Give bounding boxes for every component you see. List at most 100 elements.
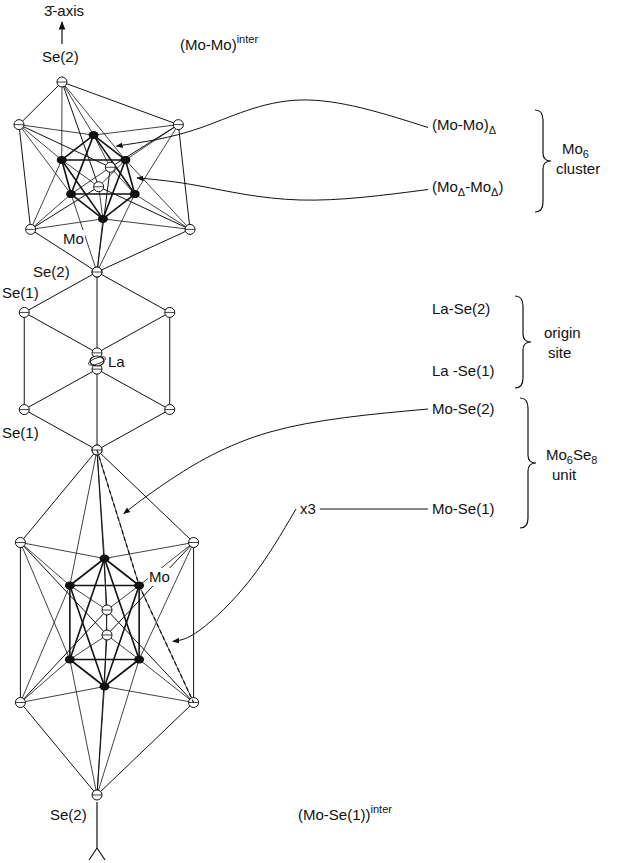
se-atom: [105, 162, 115, 172]
se-atom: [19, 307, 29, 317]
bond-label: Mo-Se(2): [432, 400, 495, 417]
dashed-bond: [139, 586, 193, 703]
mo-se-bond: [97, 687, 105, 796]
bond-label-group: La-Se(2): [432, 300, 490, 318]
atom-label: Mo: [149, 568, 170, 585]
la-site-edge: [169, 312, 170, 409]
mo-atom: [98, 215, 108, 223]
group-label-group: origin: [544, 324, 581, 342]
bond-label: (Mo: [432, 178, 458, 195]
mo-se-bond: [105, 687, 194, 703]
se-cube-edge: [19, 125, 110, 168]
se-cube-edge: [19, 82, 62, 125]
mo-se-bond: [20, 543, 69, 586]
se-atom: [165, 405, 175, 415]
se-atom: [15, 698, 25, 708]
bond-label-group: (Mo-Mo)Δ: [432, 116, 496, 139]
bond-label: ): [498, 178, 503, 195]
mo-se-bond: [139, 543, 193, 660]
bond-label: (Mo-Mo): [432, 116, 489, 133]
dashed-bond: [97, 450, 139, 586]
multiplicity-label-group: x3: [300, 500, 316, 518]
la-atom: [88, 355, 107, 367]
atom-label-group: Mo: [148, 568, 171, 586]
axis-arrow: [61, 22, 62, 44]
mo-atom: [57, 156, 67, 164]
se-atom: [92, 790, 102, 800]
mo-se-bond: [97, 219, 103, 272]
mo-mo-bond: [70, 660, 105, 687]
mo-se-bond: [62, 82, 125, 160]
group-label: 6: [583, 148, 589, 160]
se-cube-edge: [97, 229, 190, 272]
mo-atom: [130, 190, 140, 198]
se-atom: [189, 538, 199, 548]
mo-mo-bond: [62, 159, 126, 161]
se-cube-edge: [19, 125, 31, 230]
mo-se-bond: [105, 610, 108, 687]
mo-mo-bond: [62, 160, 103, 219]
la-site-edge: [97, 272, 170, 312]
group-label: Mo: [546, 446, 567, 463]
mo-atom: [134, 656, 144, 664]
atom-label-group: Se(2): [42, 48, 79, 66]
brace: [535, 110, 551, 212]
mo-se-bond: [99, 160, 126, 187]
group-label-group: unit: [552, 466, 576, 484]
se-atom: [92, 267, 102, 277]
leader-line: [137, 178, 428, 200]
se-atom: [173, 120, 183, 130]
mo-se-bond: [135, 194, 190, 229]
mo-se-bond: [20, 687, 104, 703]
atom-label: Se(2): [50, 806, 87, 823]
mo-mo-bond: [70, 585, 139, 587]
group-label: Se: [573, 446, 591, 463]
mo-se-bond: [125, 125, 178, 160]
mo-se-bond: [135, 125, 179, 194]
mo-se-bond: [61, 82, 62, 160]
axis-line: [96, 802, 97, 848]
group-label: 8: [591, 454, 597, 466]
group-label-group: Mo6: [562, 140, 589, 163]
se-atom: [19, 405, 29, 415]
bond-label: inter: [371, 803, 392, 815]
atom-label-group: Mo: [62, 230, 85, 248]
bond-label: inter: [237, 33, 258, 45]
se-cube-edge: [107, 543, 194, 636]
bond-label-group: (Mo-Se(1))inter: [298, 800, 392, 824]
la-site-edge: [24, 312, 25, 409]
atom-label: La: [108, 353, 125, 370]
bond-label: -Mo: [465, 178, 491, 195]
axis-label-group: 3̄-axis: [44, 2, 84, 20]
mo-se-bond: [70, 660, 97, 796]
mo-se-bond: [97, 660, 139, 796]
mo-atom: [100, 683, 110, 691]
mo-mo-bond: [94, 135, 126, 160]
mo-se-bond: [139, 586, 193, 703]
atom-label: Se(1): [2, 284, 39, 301]
la-site-edge: [97, 369, 170, 409]
se-atom: [15, 538, 25, 548]
la-site-edge: [24, 312, 97, 352]
group-label: unit: [552, 466, 576, 483]
se-atom: [26, 224, 36, 234]
mo-mo-bond: [71, 194, 103, 219]
se-cube-edge: [20, 450, 97, 543]
mo-mo-bond: [69, 586, 71, 660]
group-label: cluster: [556, 160, 600, 177]
se-atom: [102, 630, 112, 640]
brace: [520, 398, 536, 528]
se-atom: [92, 267, 102, 277]
mo-atom: [66, 190, 76, 198]
atom-label: Se(2): [33, 263, 70, 280]
bond-label-group: Mo-Se(1): [432, 500, 495, 518]
group-label-group: Mo6Se8: [546, 446, 597, 469]
mo-se-bond: [19, 125, 62, 160]
mo-se-bond: [31, 219, 103, 229]
se-atom: [94, 182, 104, 192]
mo-mo-bond: [138, 586, 140, 660]
bond-label-group: Mo-Se(2): [432, 400, 495, 418]
se-cube-edge: [107, 610, 194, 703]
mo-se-bond: [70, 450, 97, 586]
